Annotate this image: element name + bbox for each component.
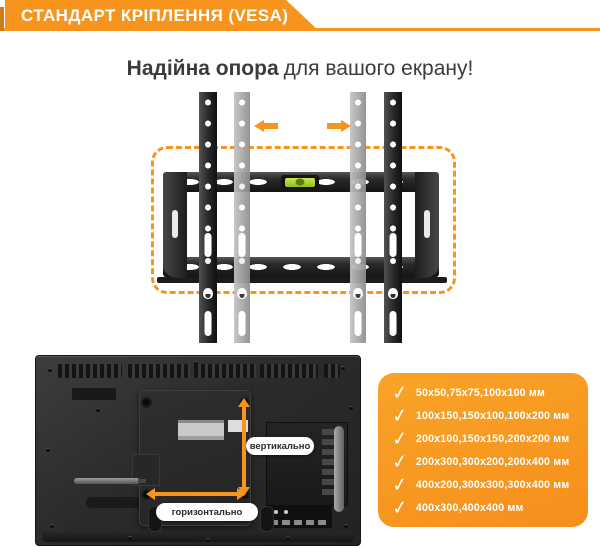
arm-hole [205,258,211,264]
arm-hook [237,288,247,299]
tv-vent-small [72,388,116,400]
check-icon: ✓ [390,380,410,406]
screw-dot [286,536,290,540]
vesa-size-text: 400x200,300x300,300x400 мм [415,479,570,491]
tv-ports-column [322,429,334,499]
banner-title: СТАНДАРТ КРІПЛЕННЯ (VESA) [21,5,289,25]
tv-io-subpanel [266,506,332,528]
vesa-size-text: 100x150,150x100,100x200 мм [415,410,570,422]
check-icon: ✓ [390,495,410,521]
vesa-size-text: 50x50,75x75,100x100 мм [415,387,545,399]
slide-left-arrow-icon [254,120,278,132]
tv-vent [260,364,318,378]
check-icon: ✓ [390,449,410,475]
check-icon: ✓ [390,403,410,429]
arm-hook [203,288,213,299]
screw-dot [50,524,54,528]
check-icon: ✓ [390,426,410,452]
banner-ribbon-fold [0,7,4,31]
arm-hole [390,258,396,264]
arm-lower-slot [389,311,397,336]
right-plate-slot [424,210,430,238]
bottom-rail-slots [173,263,429,271]
arm-slot [354,233,362,257]
tv-vent [194,364,256,378]
horizontal-measure-arrow [146,488,246,500]
mount-hole-top-left [143,399,150,406]
tv-cable-rod [74,478,146,484]
check-icon: ✓ [390,472,410,498]
vesa-dashed-outline [151,146,456,294]
headline-regular: для вашого екрану! [283,57,474,80]
vesa-size-row: ✓ 200x100,150x150,200x200 мм [390,426,580,452]
bracket-bottom-rail [163,257,439,277]
vesa-arm-dark-left [199,92,217,343]
left-plate-slot [172,210,178,238]
headline-bold: Надійна опора [126,57,279,80]
arm-lower-slot [204,311,212,336]
vertical-label: вертикально [246,437,314,455]
screw-dot [48,368,52,372]
arm-lower-slot [354,311,362,336]
tv-handle-strip [334,426,344,512]
arm-slot [389,233,397,257]
arm-holes [234,92,250,232]
arm-holes [199,92,217,232]
bracket-lower-lip [157,277,447,283]
arm-hole [355,258,361,264]
arm-hole [239,258,245,264]
vesa-size-row: ✓ 400x300,400x400 мм [390,495,580,521]
vesa-size-text: 400x300,400x400 мм [415,502,524,514]
bracket-right-plate [415,172,439,278]
screw-dot [128,536,132,540]
tv-vent [128,364,190,378]
tv-vent [324,364,340,378]
screw-dot [344,524,348,528]
screw-dot [96,408,100,412]
vesa-size-row: ✓ 200x300,300x200,200x400 мм [390,449,580,475]
arm-slot [204,233,212,257]
vesa-size-text: 200x300,300x200,200x400 мм [415,456,570,468]
slide-right-arrow-icon [327,120,351,132]
screw-dot [194,361,198,365]
vesa-arm-dark-right [384,92,402,343]
tv-bottom-ridge [42,532,354,542]
arm-slot [238,233,246,257]
arm-hook [353,288,363,299]
arm-hook [388,288,398,299]
tv-vent [58,364,122,378]
arm-holes [350,92,366,232]
vesa-size-row: ✓ 50x50,75x75,100x100 мм [390,380,580,406]
bubble-level-vial [285,177,315,187]
stand-slot-right [260,506,274,532]
horizontal-label: горизонтально [156,503,258,521]
tv-label-sticker [178,420,224,440]
vesa-arm-ghost-left [234,92,250,343]
screw-dot [341,366,345,370]
tv-back-panel: вертикально горизонтально [35,355,361,546]
vesa-size-row: ✓ 100x150,150x100,100x200 мм [390,403,580,429]
screw-dot [206,538,210,542]
banner-ribbon: СТАНДАРТ КРІПЛЕННЯ (VESA) [5,0,319,31]
bubble-level [281,175,319,189]
vesa-size-row: ✓ 400x200,300x300,300x400 мм [390,472,580,498]
arm-holes [384,92,402,232]
vesa-size-text: 200x100,150x150,200x200 мм [415,433,570,445]
screw-dot [46,448,50,452]
screw-dot [349,406,353,410]
vesa-sizes-panel: ✓ 50x50,75x75,100x100 мм ✓ 100x150,150x1… [378,373,588,527]
arm-lower-slot [238,311,246,336]
bracket-left-plate [163,172,187,278]
vesa-arm-ghost-right [350,92,366,343]
